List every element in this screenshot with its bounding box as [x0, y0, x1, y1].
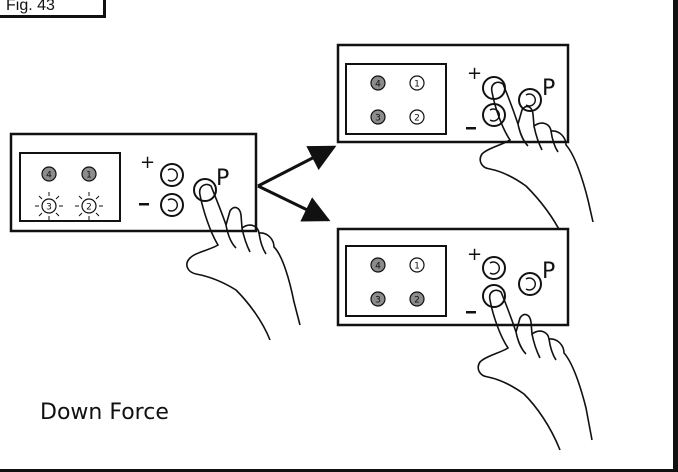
plus-label: +	[467, 244, 482, 265]
control-panel-top-right: 4 1 3 2 + P	[336, 43, 570, 144]
plus-label: +	[467, 63, 482, 84]
frame-bottom-border	[0, 469, 678, 472]
figure-label: Fig. 43	[0, 0, 106, 18]
program-label: P	[542, 76, 555, 101]
led-4: 4	[370, 257, 386, 273]
svg-text:4: 4	[46, 171, 52, 181]
transition-arrows	[257, 145, 337, 222]
minus-button-pressed[interactable]	[482, 284, 506, 308]
led-4: 4	[41, 166, 57, 182]
led-4: 4	[370, 75, 386, 91]
plus-button[interactable]	[160, 163, 184, 187]
hand-pressing-minus-icon	[477, 289, 593, 451]
svg-text:1: 1	[414, 80, 420, 90]
control-panel-left: 4 1 3 2 + P	[9, 132, 258, 233]
arrow-up-icon	[257, 145, 337, 188]
svg-text:2: 2	[414, 296, 420, 306]
hand-pressing-program-icon	[186, 183, 301, 341]
program-button[interactable]	[518, 272, 542, 296]
led-1: 1	[409, 257, 425, 273]
led-3-blinking: 3	[35, 192, 63, 220]
led-2: 2	[409, 109, 425, 125]
caption: Down Force	[40, 400, 169, 425]
led-3: 3	[370, 291, 386, 307]
minus-label-bar	[466, 311, 476, 314]
program-label: P	[216, 166, 229, 191]
plus-button-pressed[interactable]	[482, 76, 506, 100]
hand-pressing-plus-icon	[479, 81, 594, 236]
svg-text:2: 2	[86, 203, 92, 213]
minus-label-bar	[466, 127, 476, 130]
led-2-blinking: 2	[75, 192, 103, 220]
program-label: P	[542, 259, 555, 284]
program-button[interactable]	[518, 88, 542, 112]
minus-button[interactable]	[160, 193, 184, 217]
plus-button[interactable]	[482, 256, 506, 280]
svg-text:1: 1	[86, 171, 92, 181]
led-1: 1	[409, 75, 425, 91]
svg-text:3: 3	[46, 203, 52, 213]
frame-right-border	[673, 0, 678, 472]
minus-label-bar	[139, 203, 149, 206]
svg-text:1: 1	[414, 262, 420, 272]
svg-text:3: 3	[375, 296, 381, 306]
led-2: 2	[409, 291, 425, 307]
svg-text:4: 4	[375, 262, 381, 272]
plus-label: +	[140, 152, 155, 173]
svg-text:4: 4	[375, 80, 381, 90]
control-panel-bottom-right: 4 1 3 2 + P	[336, 227, 570, 327]
svg-text:3: 3	[375, 114, 381, 124]
arrow-down-icon	[257, 184, 331, 222]
led-1: 1	[81, 166, 97, 182]
svg-text:2: 2	[414, 114, 420, 124]
led-3: 3	[370, 109, 386, 125]
